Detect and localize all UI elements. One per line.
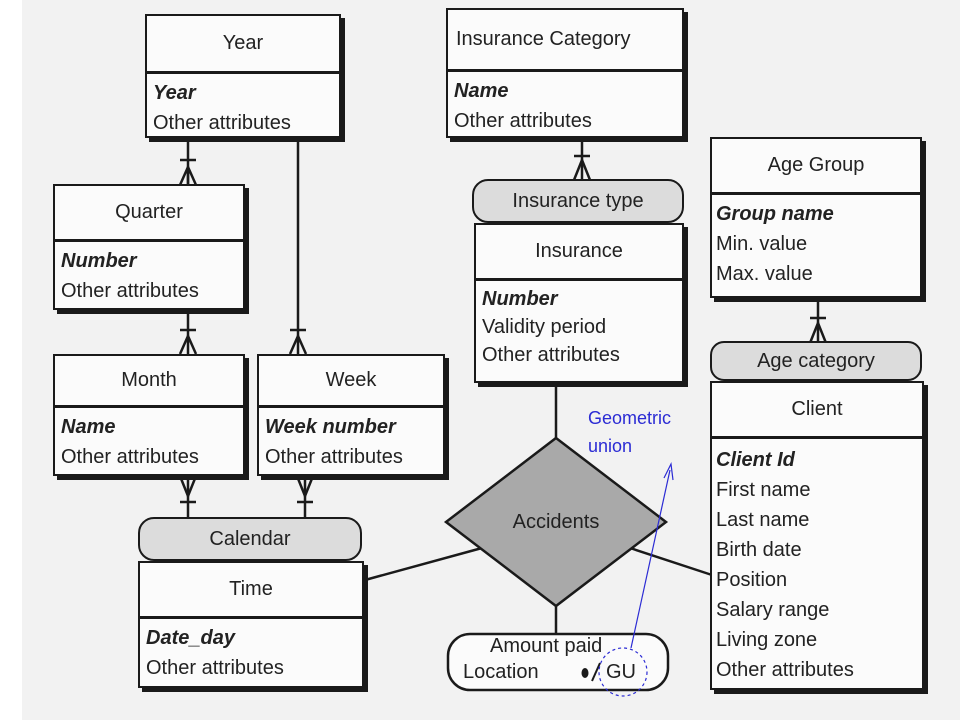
entity-title: Insurance Category xyxy=(448,10,682,72)
entity-key: Group name xyxy=(716,203,834,225)
entity-title: Month xyxy=(55,356,243,408)
hierarchy-insurance-type: Insurance type xyxy=(472,179,684,223)
entity-week: Week Week number Other attributes xyxy=(257,354,445,476)
entity-key: Date_day xyxy=(146,627,235,649)
entity-attribute: Other attributes xyxy=(61,280,199,302)
spatial-attribute-name: Location xyxy=(463,661,539,683)
entity-key: Number xyxy=(482,288,558,310)
hierarchy-label: Calendar xyxy=(209,527,291,550)
link-accidents-client xyxy=(629,546,713,577)
hierarchy-calendar: Calendar xyxy=(138,517,362,561)
entity-attribute: Min. value xyxy=(716,233,808,255)
entity-attribute: First name xyxy=(716,479,811,501)
crowfoot-month xyxy=(178,332,198,355)
crowfoot-calendar-week xyxy=(295,475,315,500)
annotation-arrow-line xyxy=(630,469,671,649)
entity-key: Name xyxy=(61,416,116,438)
crowfoot-quarter xyxy=(178,163,198,186)
entity-key: Week number xyxy=(265,416,396,438)
entity-title: Client xyxy=(712,383,922,439)
entity-attribute: Salary range xyxy=(716,599,830,621)
crowfoot-week xyxy=(288,332,308,355)
annotation-line: Geometric xyxy=(588,408,672,428)
entity-attribute: Other attributes xyxy=(482,344,620,366)
hierarchy-label: Insurance type xyxy=(512,189,644,212)
entity-attribute: Other attributes xyxy=(265,446,403,468)
entity-attribute: Other attributes xyxy=(61,446,199,468)
entity-key: Client Id xyxy=(716,449,795,471)
entity-attribute: Validity period xyxy=(482,316,607,338)
entity-insurance-category: Insurance Category Name Other attributes xyxy=(446,8,684,138)
annotation-text: Geometric union xyxy=(588,404,671,460)
gu-highlight-circle xyxy=(598,647,648,697)
measure-name: Amount paid xyxy=(490,635,603,657)
entity-client: Client Client Id First name Last name Bi… xyxy=(710,381,924,690)
spatial-bullet xyxy=(581,668,589,678)
spatial-slash xyxy=(591,662,601,682)
entity-title: Quarter xyxy=(55,186,243,242)
entity-key: Name xyxy=(454,80,509,102)
entity-key: Year xyxy=(153,82,196,104)
entity-attribute: Other attributes xyxy=(454,110,592,132)
crowfoot-age-category xyxy=(808,319,828,344)
entity-attribute: Other attributes xyxy=(716,659,854,681)
entity-attribute: Other attributes xyxy=(153,112,291,134)
entity-year: Year Year Other attributes xyxy=(145,14,341,138)
entity-attribute: Other attributes xyxy=(146,657,284,679)
entity-time: Time Date_day Other attributes xyxy=(138,561,364,688)
entity-title: Age Group xyxy=(712,139,920,195)
spatial-operator: GU xyxy=(606,661,636,683)
entity-attribute: Living zone xyxy=(716,629,818,651)
entity-age-group: Age Group Group name Min. value Max. val… xyxy=(710,137,922,298)
entity-key: Number xyxy=(61,250,137,272)
entity-title: Insurance xyxy=(476,225,682,281)
entity-attribute: Max. value xyxy=(716,263,813,285)
fact-diamond xyxy=(443,436,669,608)
annotation-arrowhead xyxy=(663,461,674,481)
entity-title: Week xyxy=(259,356,443,408)
measure-box xyxy=(446,632,670,692)
crowfoot-calendar-month xyxy=(178,475,198,500)
crowfoot-insurance-type xyxy=(572,156,592,181)
entity-title: Year xyxy=(147,16,339,74)
entity-attribute: Position xyxy=(716,569,788,591)
entity-attribute: Birth date xyxy=(716,539,802,561)
entity-quarter: Quarter Number Other attributes xyxy=(53,184,245,310)
fact-name: Accidents xyxy=(512,511,600,533)
entity-attribute: Last name xyxy=(716,509,810,531)
annotation-line: union xyxy=(588,436,633,456)
link-accidents-time xyxy=(364,546,483,582)
entity-title: Time xyxy=(140,563,362,619)
hierarchy-label: Age category xyxy=(757,349,875,372)
entity-insurance: Insurance Number Validity period Other a… xyxy=(474,223,684,383)
entity-month: Month Name Other attributes xyxy=(53,354,245,476)
hierarchy-age-category: Age category xyxy=(710,341,922,381)
